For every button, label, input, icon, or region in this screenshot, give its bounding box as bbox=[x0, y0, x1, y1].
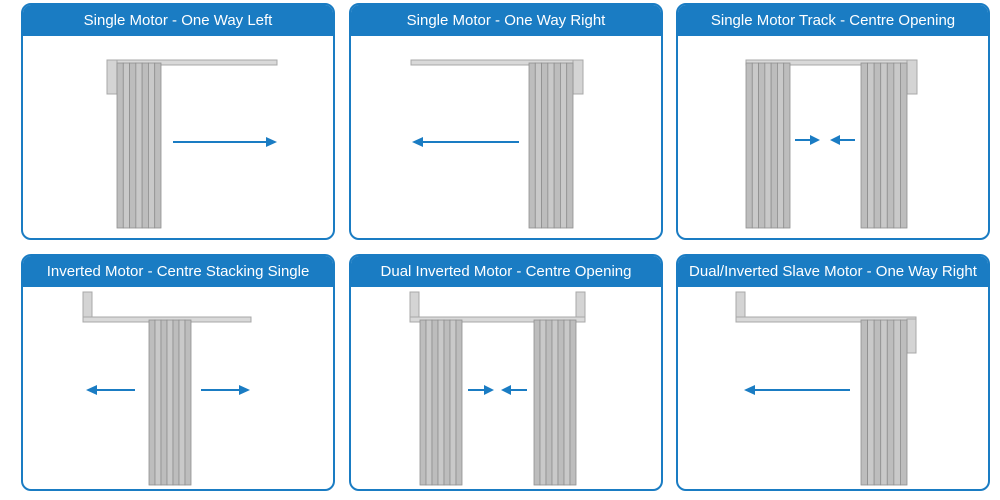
curtain-fold bbox=[419, 319, 427, 486]
direction-arrow-icon bbox=[468, 385, 494, 395]
panel-title: Single Motor - One Way Left bbox=[23, 5, 333, 36]
curtain-fold bbox=[900, 319, 908, 486]
curtain-fold bbox=[533, 319, 541, 486]
panel-dual-inverted-motor-centre-opening: Dual Inverted Motor - Centre Opening bbox=[349, 254, 663, 491]
curtain-fold bbox=[745, 62, 753, 229]
curtain-fold bbox=[449, 319, 457, 486]
curtain-fold bbox=[166, 319, 174, 486]
curtain-fold bbox=[172, 319, 180, 486]
curtain-fold bbox=[557, 319, 565, 486]
curtain-panel-icon bbox=[860, 319, 908, 486]
panel-single-motor-one-way-left: Single Motor - One Way Left bbox=[21, 3, 335, 240]
diagram-single-motor-one-way-right bbox=[410, 59, 584, 229]
curtain-track-icon bbox=[409, 316, 586, 323]
curtain-fold bbox=[437, 319, 445, 486]
direction-arrow-icon bbox=[795, 135, 820, 145]
curtain-fold bbox=[560, 62, 568, 229]
panel-inverted-motor-centre-stacking-single: Inverted Motor - Centre Stacking Single bbox=[21, 254, 335, 491]
curtain-fold bbox=[566, 62, 574, 229]
curtain-fold bbox=[160, 319, 168, 486]
curtain-fold bbox=[873, 62, 882, 229]
motor-housing-icon bbox=[906, 318, 917, 354]
curtain-fold bbox=[873, 319, 882, 486]
panel-title: Single Motor Track - Centre Opening bbox=[678, 5, 988, 36]
curtain-fold bbox=[880, 62, 888, 229]
curtain-fold bbox=[141, 62, 149, 229]
curtain-fold bbox=[777, 62, 785, 229]
curtain-fold bbox=[751, 62, 759, 229]
curtain-fold bbox=[178, 319, 186, 486]
curtain-panel-icon bbox=[860, 62, 908, 229]
curtain-fold bbox=[129, 62, 137, 229]
panel-title: Single Motor - One Way Right bbox=[351, 5, 661, 36]
curtain-fold bbox=[563, 319, 571, 486]
curtain-panel-icon bbox=[116, 62, 162, 229]
curtain-fold bbox=[764, 62, 772, 229]
motor-housing-icon bbox=[906, 59, 918, 95]
direction-arrow-icon bbox=[744, 385, 850, 395]
curtain-fold bbox=[860, 62, 868, 229]
curtain-fold bbox=[154, 319, 162, 486]
curtain-fold bbox=[148, 319, 156, 486]
diagram-dual-inverted-motor-centre-opening bbox=[409, 291, 586, 486]
curtain-fold bbox=[431, 319, 439, 486]
curtain-fold bbox=[135, 62, 143, 229]
curtain-fold bbox=[148, 62, 156, 229]
diagram-inverted-motor-centre-stacking-single bbox=[82, 291, 252, 486]
motor-housing-icon bbox=[106, 59, 118, 95]
panel-title: Dual/Inverted Slave Motor - One Way Righ… bbox=[678, 256, 988, 287]
panel-title: Inverted Motor - Centre Stacking Single bbox=[23, 256, 333, 287]
direction-arrow-icon bbox=[86, 385, 135, 395]
panel-single-motor-one-way-right: Single Motor - One Way Right bbox=[349, 3, 663, 240]
curtain-fold bbox=[551, 319, 559, 486]
curtain-fold bbox=[569, 319, 577, 486]
curtain-fold bbox=[534, 62, 542, 229]
curtain-fold bbox=[770, 62, 778, 229]
curtain-fold bbox=[893, 62, 901, 229]
curtain-fold bbox=[553, 62, 561, 229]
curtain-fold bbox=[528, 62, 536, 229]
direction-arrow-icon bbox=[412, 137, 519, 147]
direction-arrow-icon bbox=[173, 137, 277, 147]
curtain-fold bbox=[758, 62, 766, 229]
curtain-fold bbox=[541, 62, 549, 229]
curtain-fold bbox=[154, 62, 162, 229]
curtain-fold bbox=[893, 319, 901, 486]
curtain-fold bbox=[886, 319, 895, 486]
curtain-fold bbox=[886, 62, 895, 229]
curtain-fold bbox=[443, 319, 451, 486]
motor-housing-icon bbox=[572, 59, 584, 95]
diagram-dual-inverted-slave-motor-one-way-right bbox=[735, 291, 917, 486]
diagram-single-motor-one-way-left bbox=[106, 59, 278, 229]
curtain-fold bbox=[880, 319, 888, 486]
curtain-fold bbox=[860, 319, 868, 486]
curtain-fold bbox=[545, 319, 553, 486]
panel-title: Dual Inverted Motor - Centre Opening bbox=[351, 256, 661, 287]
curtain-fold bbox=[867, 319, 875, 486]
curtain-fold bbox=[900, 62, 908, 229]
curtain-fold bbox=[425, 319, 433, 486]
curtain-fold bbox=[184, 319, 192, 486]
curtain-panel-icon bbox=[528, 62, 574, 229]
diagram-single-motor-track-centre-opening bbox=[745, 59, 918, 229]
curtain-panel-icon bbox=[745, 62, 791, 229]
curtain-fold bbox=[122, 62, 130, 229]
direction-arrow-icon bbox=[501, 385, 527, 395]
curtain-panel-icon bbox=[533, 319, 577, 486]
direction-arrow-icon bbox=[830, 135, 855, 145]
curtain-fold bbox=[867, 62, 875, 229]
curtain-panel-icon bbox=[419, 319, 463, 486]
panel-dual-inverted-slave-motor-one-way-right: Dual/Inverted Slave Motor - One Way Righ… bbox=[676, 254, 990, 491]
curtain-panel-icon bbox=[148, 319, 192, 486]
curtain-fold bbox=[547, 62, 555, 229]
curtain-fold bbox=[116, 62, 124, 229]
direction-arrow-icon bbox=[201, 385, 250, 395]
curtain-fold bbox=[783, 62, 791, 229]
panel-single-motor-track-centre-opening: Single Motor Track - Centre Opening bbox=[676, 3, 990, 240]
curtain-fold bbox=[455, 319, 463, 486]
curtain-fold bbox=[539, 319, 547, 486]
